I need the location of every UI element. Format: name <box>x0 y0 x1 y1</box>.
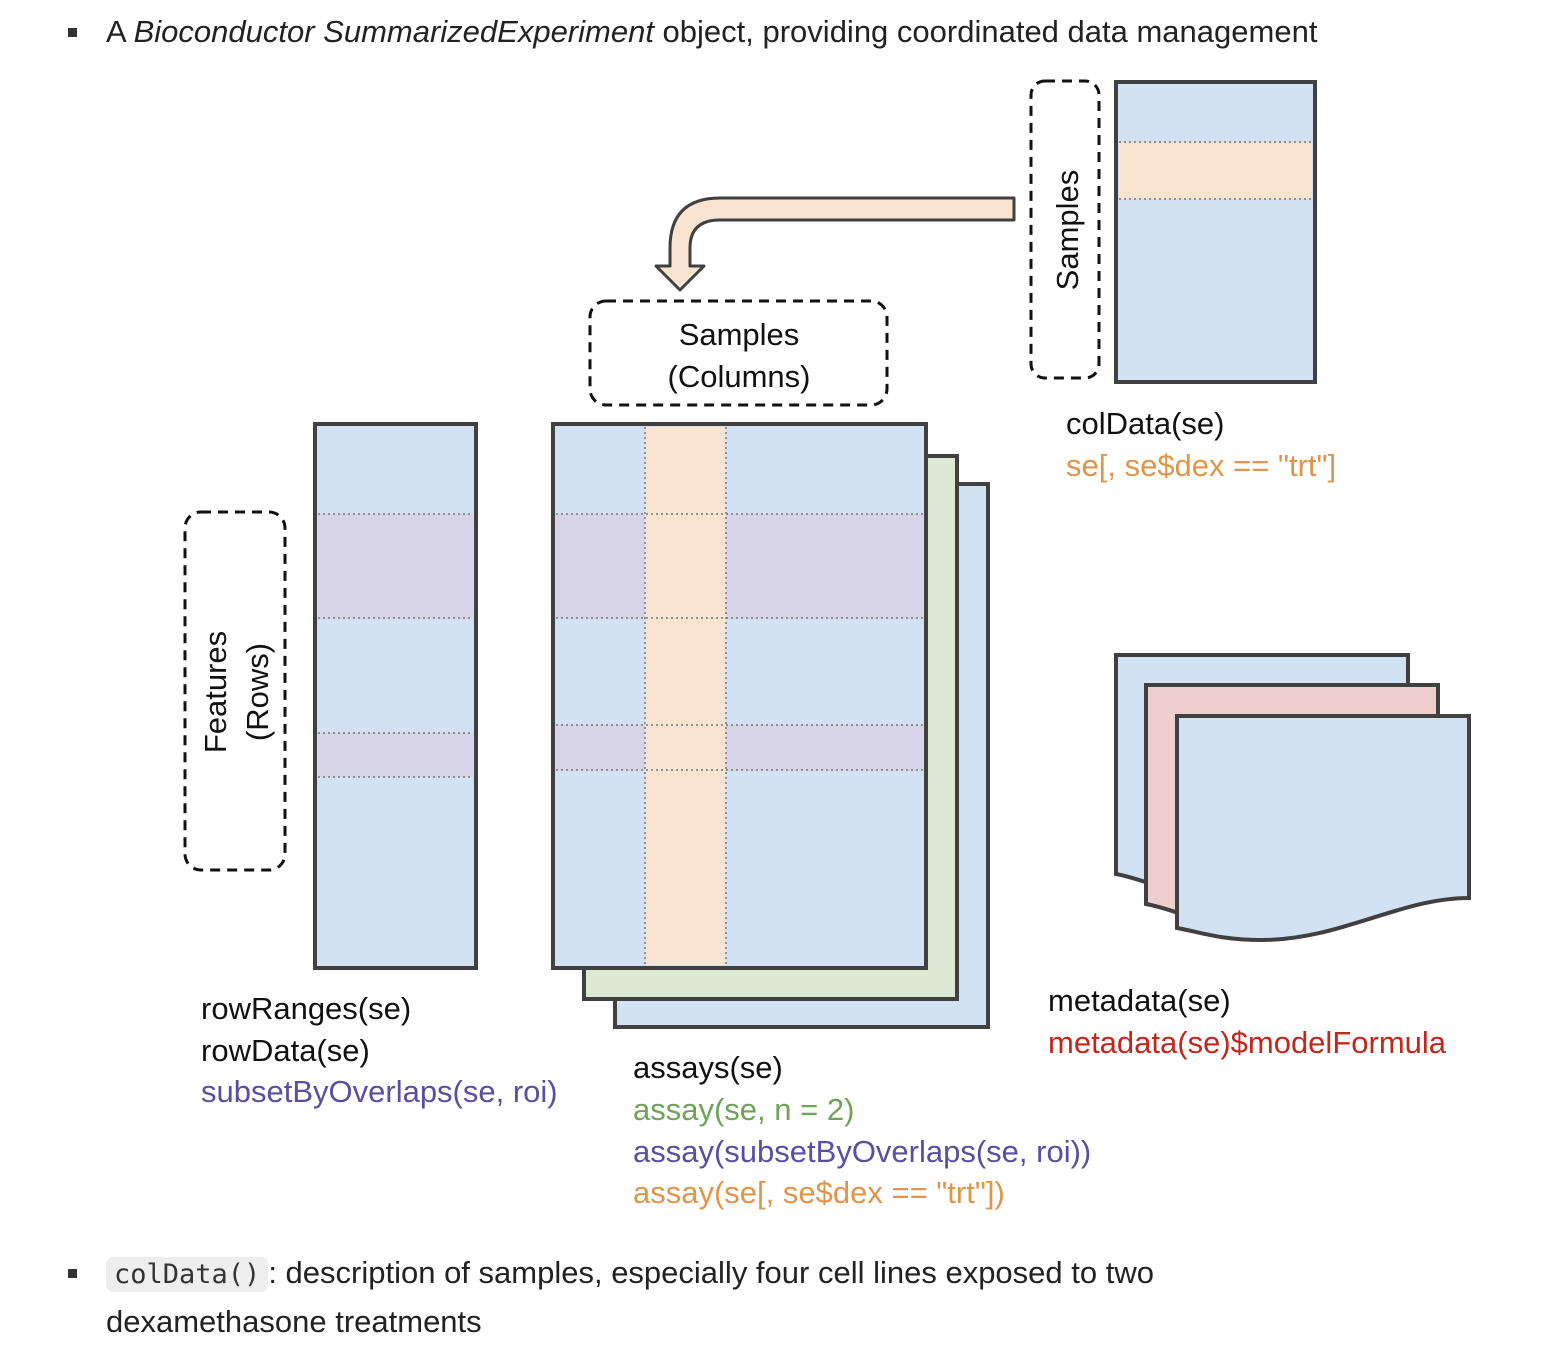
coldata-labels: colData(se) se[, se$dex == "trt"] <box>1066 406 1336 483</box>
samples-vertical-label: Samples <box>1050 170 1085 291</box>
features-rows-line1: Features <box>198 631 233 753</box>
metadata-label-0: metadata(se) <box>1048 983 1231 1018</box>
rowdata-label-1: rowData(se) <box>201 1033 370 1068</box>
assay-layer-1 <box>551 422 928 970</box>
samples-arrow <box>654 196 1016 292</box>
metadata-labels: metadata(se) metadata(se)$modelFormula <box>1048 983 1447 1060</box>
features-rows-line2: (Rows) <box>240 643 275 741</box>
rowdata-label-2: subsetByOverlaps(se, roi) <box>201 1074 558 1109</box>
assays-label-3: assay(se[, se$dex == "trt"]) <box>633 1175 1005 1210</box>
features-rows-box: Features (Rows) <box>183 510 287 872</box>
intro-emphasis: Bioconductor SummarizedExperiment <box>133 14 654 49</box>
samples-columns-line2: (Columns) <box>668 359 811 394</box>
assays-label-0: assays(se) <box>633 1050 783 1085</box>
samples-vertical-box: Samples <box>1029 79 1101 380</box>
intro-suffix: object, providing coordinated data manag… <box>653 14 1318 49</box>
rowdata-table <box>313 422 478 970</box>
coldata-desc-line2: dexamethasone treatments <box>106 1304 482 1339</box>
assay-stack <box>551 422 990 1029</box>
bullet-text-intro: A Bioconductor SummarizedExperiment obje… <box>106 10 1317 53</box>
coldata-table <box>1114 80 1317 384</box>
coldata-code: colData() <box>106 1257 269 1292</box>
samples-columns-box: Samples (Columns) <box>588 299 889 407</box>
rowdata-label-0: rowRanges(se) <box>201 991 411 1026</box>
samples-columns-line1: Samples <box>679 317 800 352</box>
coldata-label-1: se[, se$dex == "trt"] <box>1066 448 1336 483</box>
metadata-label-1: metadata(se)$modelFormula <box>1048 1025 1447 1060</box>
assays-label-2: assay(subsetByOverlaps(se, roi)) <box>633 1134 1091 1169</box>
bullet-marker <box>68 1269 77 1278</box>
coldata-desc-line1: : description of samples, especially fou… <box>268 1255 1154 1290</box>
metadata-stack <box>1114 653 1471 943</box>
rowdata-labels: rowRanges(se) rowData(se) subsetByOverla… <box>201 991 558 1109</box>
assays-labels: assays(se) assay(se, n = 2) assay(subset… <box>633 1050 1091 1210</box>
bullet-marker <box>68 28 77 37</box>
assays-label-1: assay(se, n = 2) <box>633 1092 854 1127</box>
metadata-page-1 <box>1175 714 1471 943</box>
bullet-text-coldata: colData(): description of samples, espec… <box>106 1251 1154 1296</box>
intro-prefix: A <box>106 14 134 49</box>
coldata-label-0: colData(se) <box>1066 406 1225 441</box>
